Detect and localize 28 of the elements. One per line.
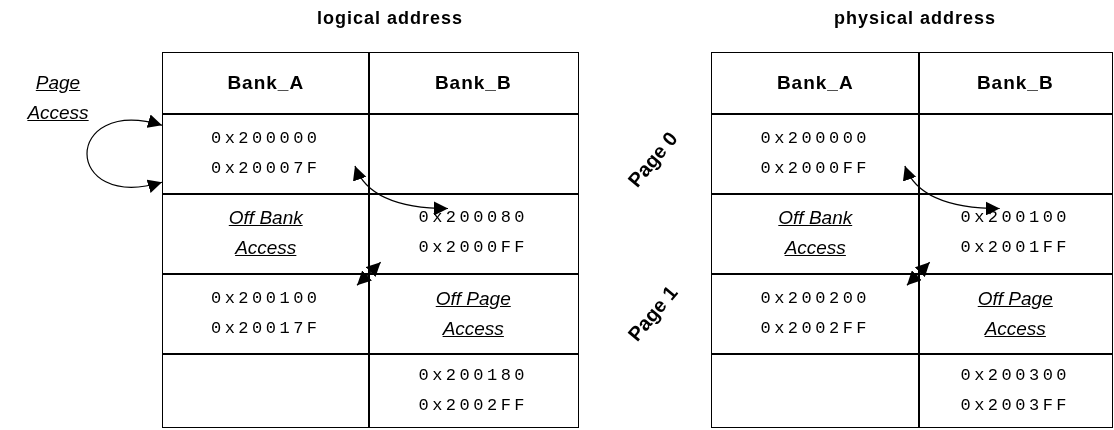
address-range: 0x200100 0x20017F: [162, 273, 370, 355]
address-range: 0x200300 0x2003FF: [918, 353, 1113, 428]
double-headed-arrow: [356, 261, 382, 286]
table-heading: logical address: [316, 8, 464, 29]
address-range: 0x200200 0x2002FF: [711, 273, 920, 355]
address-range: 0x200000 0x20007F: [162, 113, 370, 195]
double-headed-arrow: [904, 165, 1001, 216]
bank-header: Bank_B: [918, 52, 1113, 115]
double-headed-arrow: [354, 165, 449, 216]
address-range: 0x200100 0x2001FF: [918, 193, 1113, 275]
address-range: 0x200080 0x2000FF: [368, 193, 579, 275]
access-type-label: Off Page Access: [368, 273, 579, 355]
access-type-label: Off Bank Access: [162, 193, 370, 275]
address-range: 0x200000 0x2000FF: [711, 113, 920, 195]
double-headed-arrow: [906, 261, 931, 286]
access-type-label: Off Page Access: [918, 273, 1113, 355]
access-type-label: Page Access: [26, 71, 90, 125]
address-range: 0x200180 0x2002FF: [368, 353, 579, 428]
empty-cell: [711, 353, 920, 428]
empty-cell: [918, 113, 1113, 195]
bank-header: Bank_A: [711, 52, 920, 115]
loop-arrow: [86, 115, 163, 192]
bank-header: Bank_A: [162, 52, 370, 115]
table-heading: physical address: [833, 8, 997, 29]
access-type-label: Off Bank Access: [711, 193, 920, 275]
empty-cell: [368, 113, 579, 195]
empty-cell: [162, 353, 370, 428]
bank-header: Bank_B: [368, 52, 579, 115]
